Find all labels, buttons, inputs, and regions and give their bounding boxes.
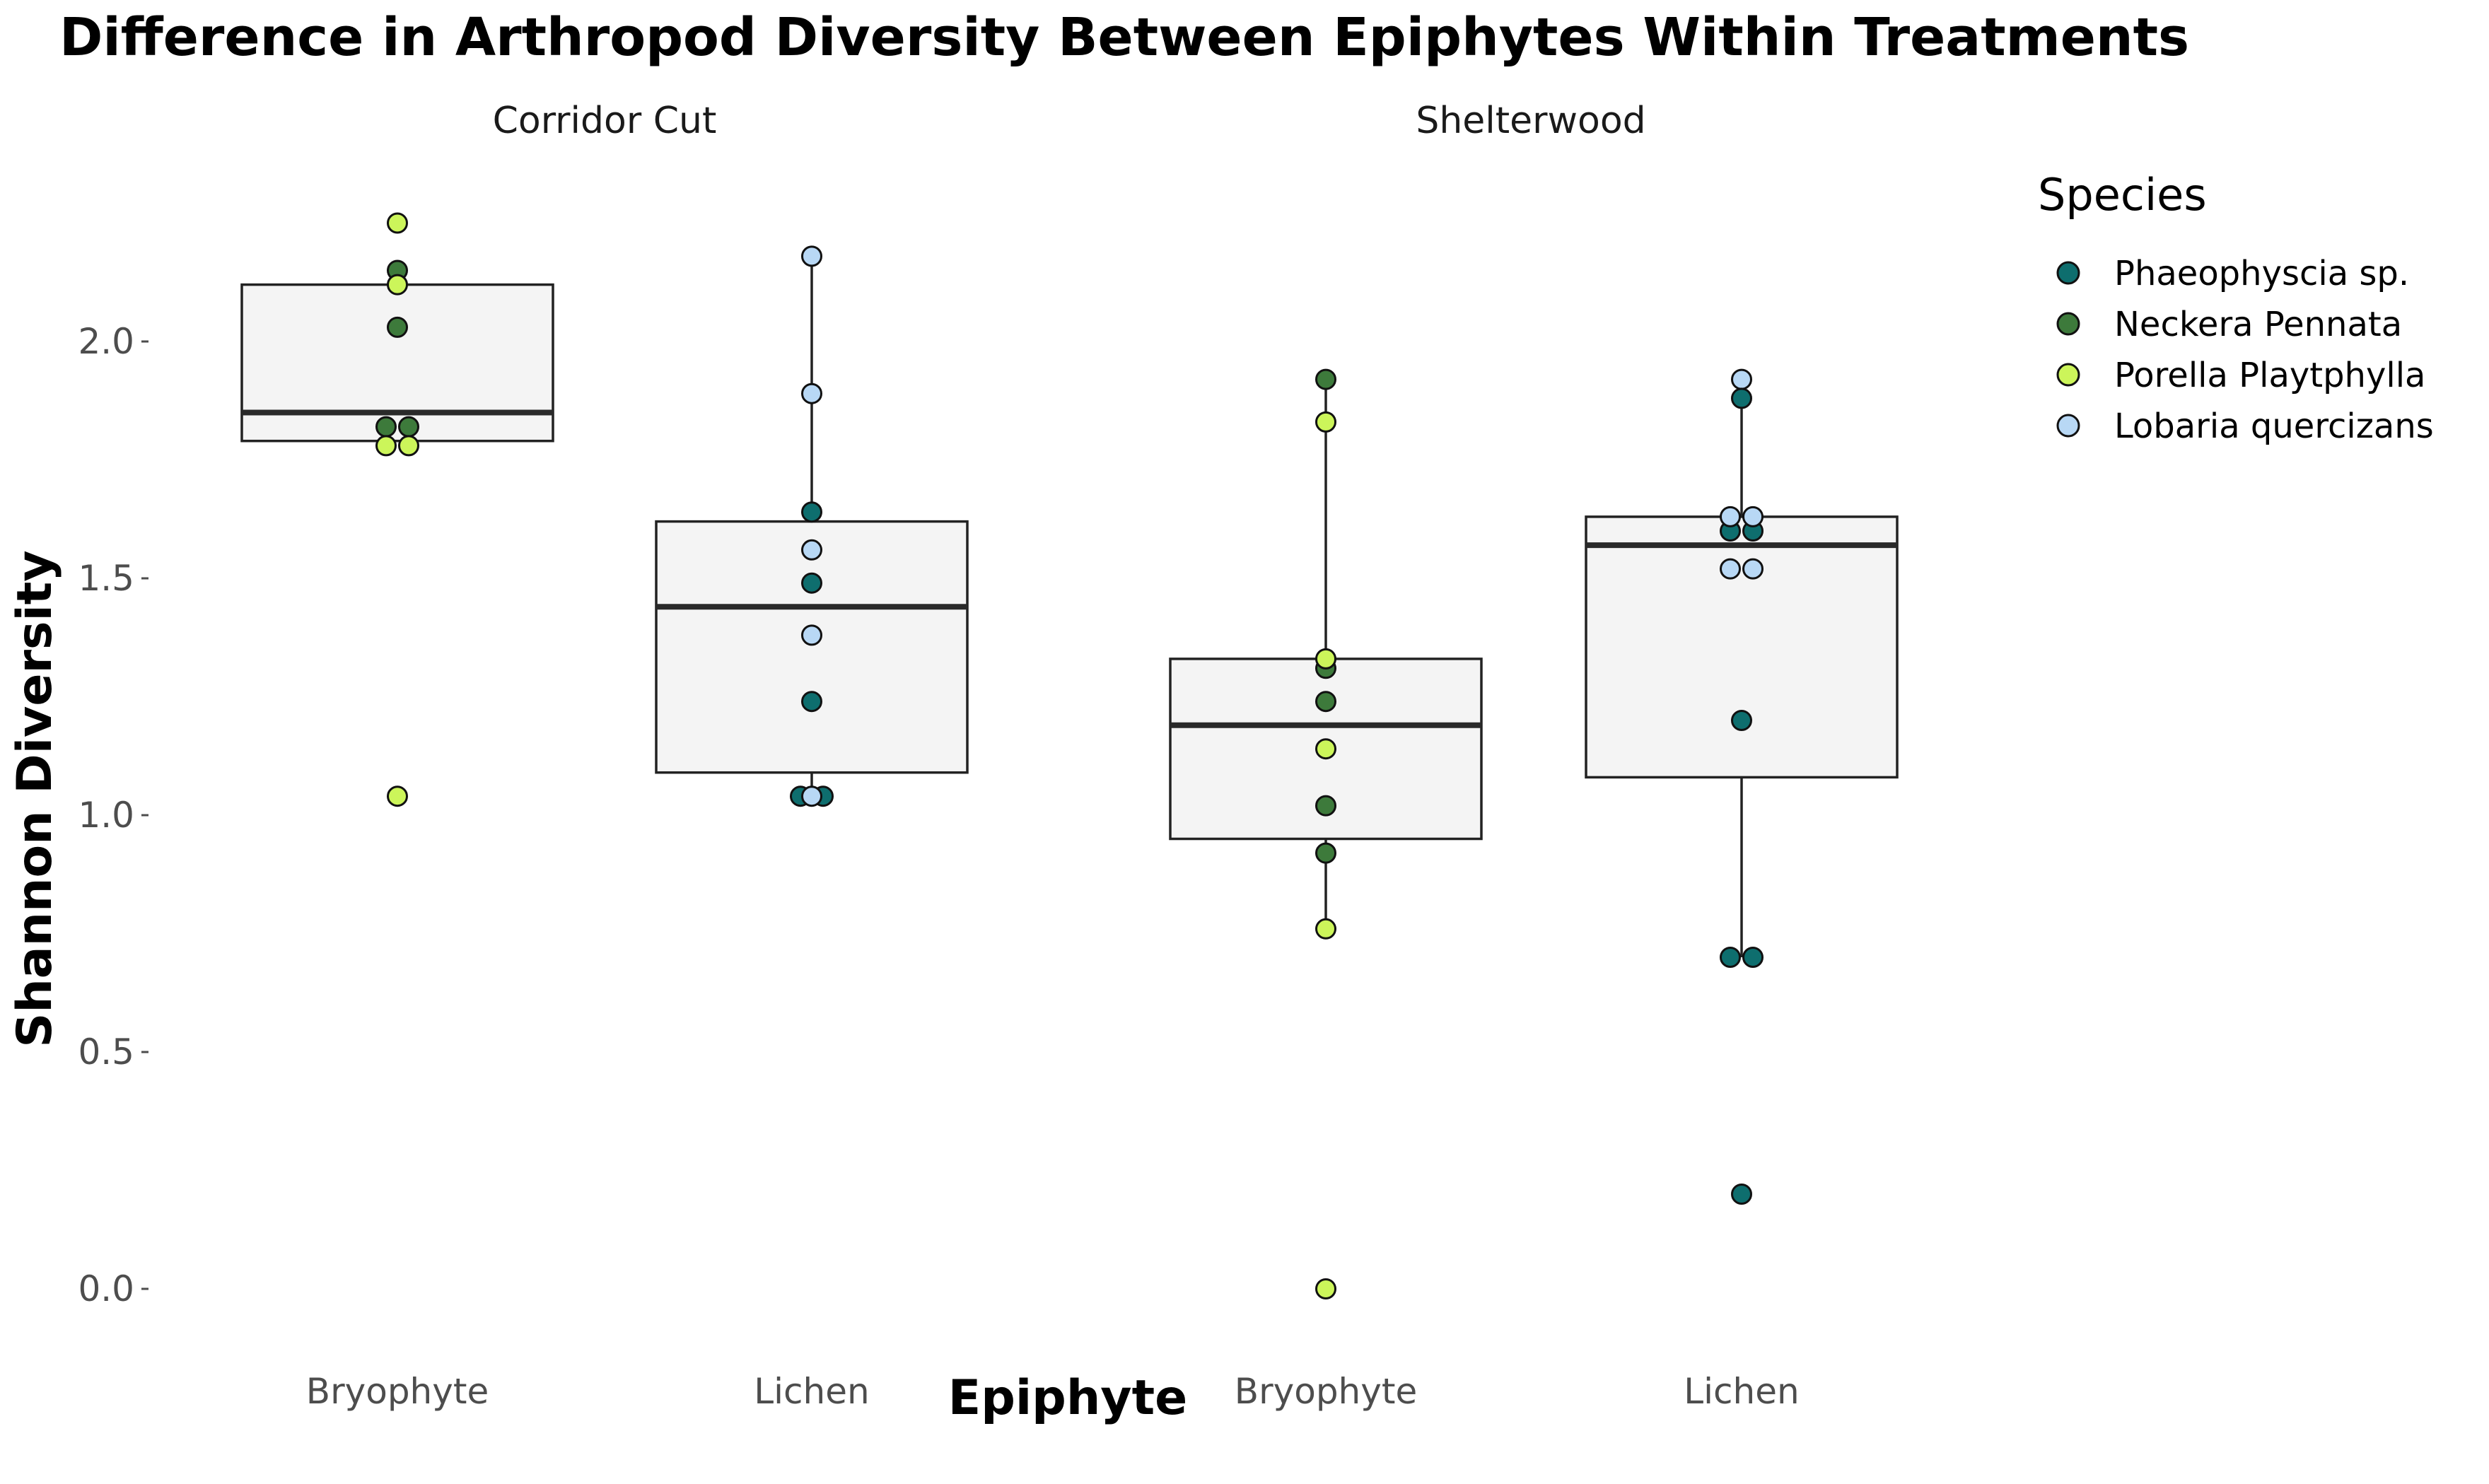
legend: Species Phaeophyscia sp.Neckera PennataP…: [2038, 169, 2434, 446]
data-point: [398, 416, 419, 438]
legend-swatch: [2056, 312, 2080, 336]
facet-label-corridor-cut: Corridor Cut: [493, 100, 717, 142]
data-point: [1720, 947, 1741, 968]
box-group: [1169, 368, 1483, 1299]
data-point: [1315, 842, 1336, 864]
data-point: [1731, 368, 1752, 390]
chart-title: Difference in Arthropod Diversity Betwee…: [59, 7, 2189, 68]
y-axis-title: Shannon Diversity: [7, 550, 63, 1047]
data-point: [1742, 558, 1764, 580]
data-point: [1731, 387, 1752, 409]
data-point: [801, 785, 822, 807]
data-point: [1742, 947, 1764, 968]
y-tick-label: 2.0: [78, 321, 134, 362]
data-point: [1315, 691, 1336, 713]
data-point: [1731, 710, 1752, 731]
data-point: [1315, 368, 1336, 390]
box: [240, 283, 554, 443]
y-tick-label: 0.5: [78, 1032, 134, 1073]
legend-swatch: [2056, 261, 2080, 285]
data-point: [801, 245, 822, 267]
data-point: [801, 624, 822, 646]
data-point: [1742, 506, 1764, 527]
data-point: [1315, 738, 1336, 760]
data-point: [801, 691, 822, 713]
data-point: [375, 435, 397, 457]
x-tick-label: Lichen: [754, 1371, 869, 1412]
y-tick-label: 1.5: [78, 558, 134, 599]
box: [655, 520, 969, 774]
data-point: [1315, 1278, 1336, 1299]
facet-label-shelterwood: Shelterwood: [1416, 100, 1645, 142]
box: [1585, 515, 1899, 779]
x-axis-title: Epiphyte: [948, 1370, 1187, 1426]
data-point: [801, 539, 822, 561]
box-group: [655, 245, 969, 807]
x-tick-label: Bryophyte: [1235, 1371, 1417, 1412]
data-point: [1315, 411, 1336, 433]
data-point: [398, 435, 419, 457]
data-point: [801, 501, 822, 523]
data-point: [1315, 648, 1336, 670]
data-point: [387, 212, 408, 234]
data-point: [1720, 506, 1741, 527]
legend-label: Lobaria quercizans: [2114, 407, 2434, 446]
legend-title: Species: [2038, 169, 2207, 221]
x-axis-labels: Bryophyte Lichen Bryophyte Lichen: [306, 1371, 1800, 1412]
data-point: [1731, 1184, 1752, 1205]
legend-label: Phaeophyscia sp.: [2114, 254, 2409, 293]
data-point: [387, 316, 408, 338]
box-group: [240, 212, 554, 807]
box-group: [1585, 368, 1899, 1205]
x-tick-label: Bryophyte: [306, 1371, 489, 1412]
data-point: [1720, 558, 1741, 580]
plot-area: [240, 212, 1899, 1299]
data-point: [1315, 918, 1336, 940]
data-point: [801, 382, 822, 404]
data-point: [801, 572, 822, 594]
data-point: [1315, 795, 1336, 817]
legend-swatch: [2056, 414, 2080, 438]
legend-label: Neckera Pennata: [2114, 305, 2402, 344]
y-tick-label: 0.0: [78, 1268, 134, 1309]
data-point: [387, 274, 408, 296]
legend-swatch: [2056, 363, 2080, 387]
x-tick-label: Lichen: [1684, 1371, 1799, 1412]
y-axis: 0.0 0.5 1.0 1.5 2.0: [78, 321, 148, 1309]
data-point: [387, 785, 408, 807]
legend-label: Porella Playtphylla: [2114, 356, 2425, 395]
data-point: [375, 416, 397, 438]
y-tick-label: 1.0: [78, 795, 134, 836]
